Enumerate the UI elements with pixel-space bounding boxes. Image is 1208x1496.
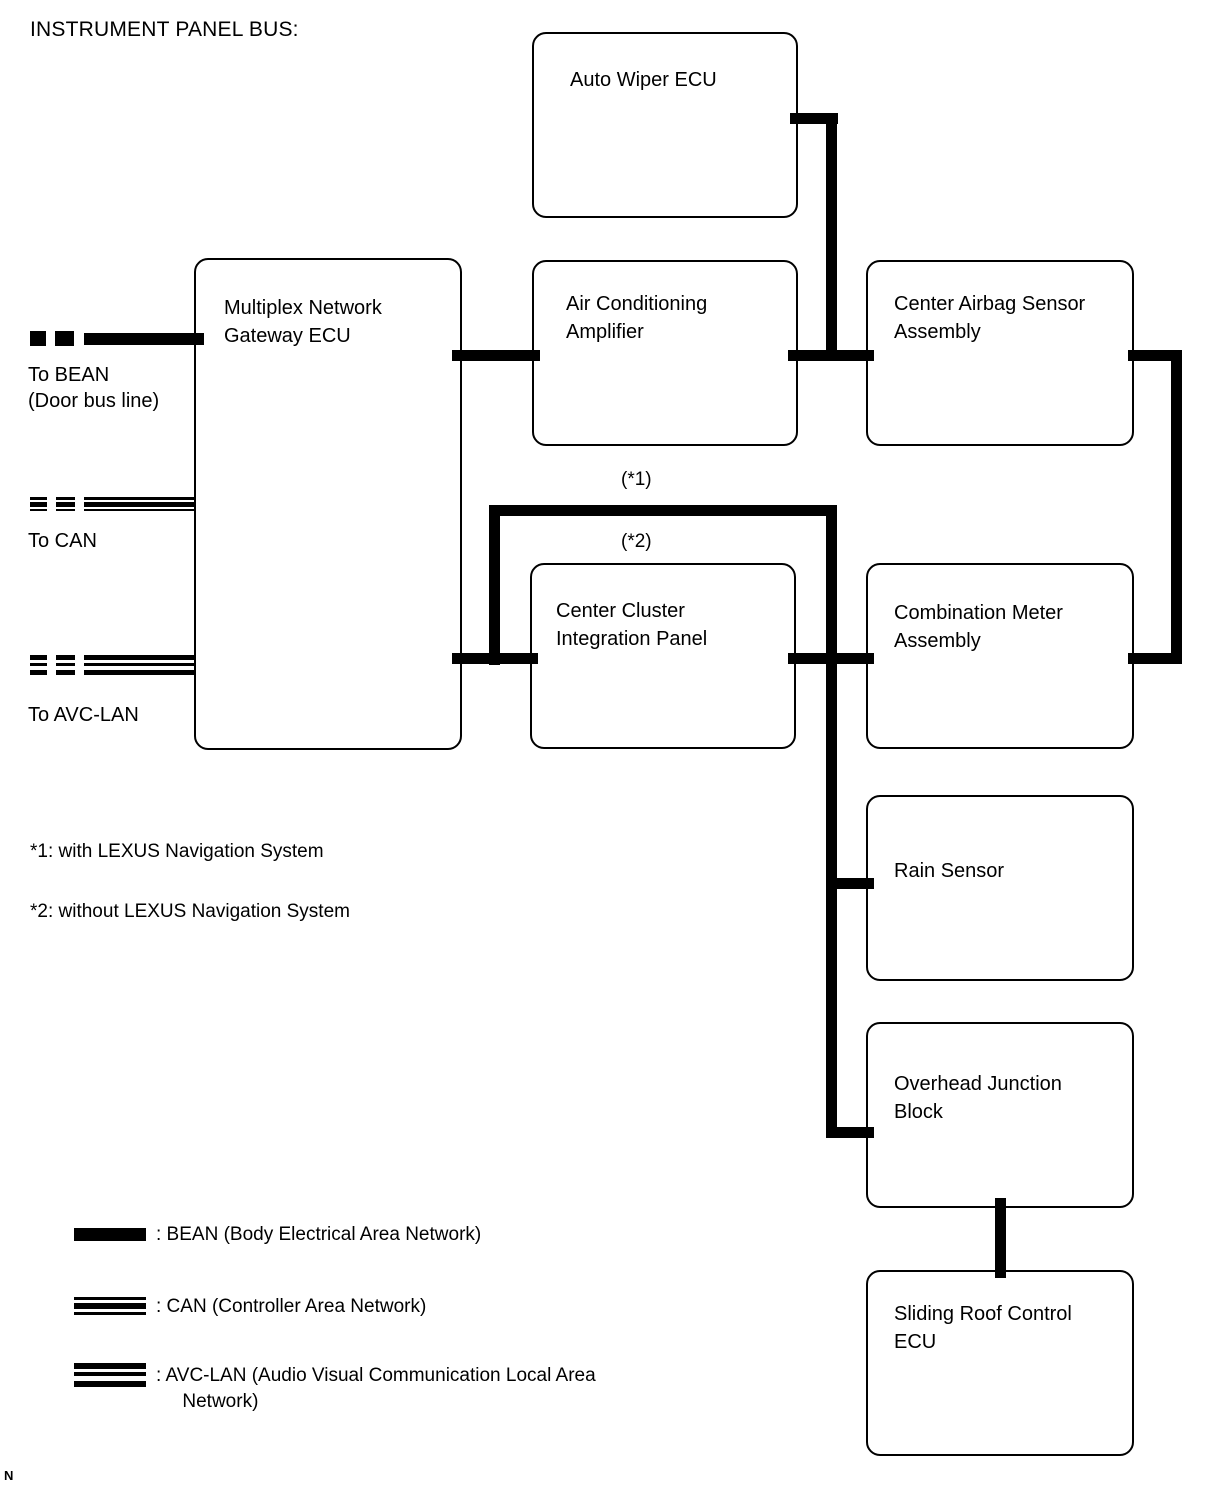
wire-cap-gateway-right-star xyxy=(452,653,466,664)
wire-cap-cluster-left xyxy=(524,653,538,664)
wire-trunk-to-overheadjunction xyxy=(826,1127,886,1138)
wire-trunk-upper-vertical xyxy=(826,113,837,361)
wire-gateway-to-acamp xyxy=(452,350,548,361)
wire-overheadjunction-to-slidingroof xyxy=(995,1208,1006,1286)
page-mark: N xyxy=(4,1468,14,1483)
wire-cap-airbag-right xyxy=(1128,350,1142,361)
wire-autowiper-to-trunk xyxy=(790,113,838,124)
wire-acamp-to-airbag xyxy=(782,350,886,361)
legend-swatch-avclan xyxy=(74,1363,146,1387)
legend-swatch-bean xyxy=(74,1228,146,1241)
wire-star2-gateway-to-cluster xyxy=(452,653,552,664)
ecu-box-auto-wiper[interactable]: Auto Wiper ECU xyxy=(532,32,798,218)
ecu-box-rain-sensor[interactable]: Rain Sensor xyxy=(866,795,1134,981)
wire-cap-overheadjunction-bottom xyxy=(995,1198,1006,1214)
footnote-star2: *2: without LEXUS Navigation System xyxy=(30,901,350,922)
bean-stub-dash-2 xyxy=(55,331,74,346)
can-stub-dash-1 xyxy=(30,497,47,511)
wire-cap-acamp-left xyxy=(526,350,540,361)
footnote-star1: *1: with LEXUS Navigation System xyxy=(30,841,324,862)
ecu-box-combination-meter[interactable]: Combination Meter Assembly xyxy=(866,563,1134,749)
wire-star1-right-vertical xyxy=(826,505,837,665)
wire-cap-overheadjunction-left xyxy=(860,1127,874,1138)
legend-swatch-can xyxy=(74,1297,146,1315)
wire-trunk-lower-vertical xyxy=(826,653,837,1138)
bean-connection-label: To BEAN (Door bus line) xyxy=(28,364,160,413)
wire-cap-combimeter-right xyxy=(1128,653,1142,664)
avclan-connection-label: To AVC-LAN xyxy=(28,704,139,726)
ecu-label-center-airbag-sensor: Center Airbag Sensor Assembly xyxy=(894,293,1086,344)
ecu-box-overhead-junction[interactable]: Overhead Junction Block xyxy=(866,1022,1134,1208)
wire-cap-gateway-right-acamp xyxy=(452,350,466,361)
wire-trunk-to-rainsensor xyxy=(826,878,886,889)
ecu-box-center-cluster-panel[interactable]: Center Cluster Integration Panel xyxy=(530,563,796,749)
legend-label-can: : CAN (Controller Area Network) xyxy=(156,1296,427,1317)
marker-star2: (*2) xyxy=(621,531,652,552)
ecu-box-sliding-roof-control[interactable]: Sliding Roof Control ECU xyxy=(866,1270,1134,1456)
ecu-label-ac-amplifier: Air Conditioning Amplifier xyxy=(566,293,708,344)
avclan-bus-to-gateway xyxy=(84,655,202,675)
wire-cap-combimeter-left xyxy=(860,653,874,664)
wire-cap-autowiper-right xyxy=(790,113,804,124)
avclan-stub-dash-1 xyxy=(30,655,47,675)
ecu-label-overhead-junction: Overhead Junction Block xyxy=(894,1073,1062,1124)
page-title: INSTRUMENT PANEL BUS: xyxy=(30,18,299,41)
legend-label-bean: : BEAN (Body Electrical Area Network) xyxy=(156,1224,482,1245)
wire-star1-left-vertical xyxy=(489,505,500,665)
wire-star1-top-horizontal xyxy=(489,505,837,516)
wire-cap-cluster-right xyxy=(788,653,802,664)
wire-airbag-to-rightbus xyxy=(1124,350,1182,361)
bean-bus-to-gateway xyxy=(84,333,202,345)
ecu-box-center-airbag-sensor[interactable]: Center Airbag Sensor Assembly xyxy=(866,260,1134,446)
wire-cap-airbag-left xyxy=(860,350,874,361)
ecu-label-rain-sensor: Rain Sensor xyxy=(894,860,1005,882)
wire-right-vertical-bus xyxy=(1171,350,1182,664)
marker-star1: (*1) xyxy=(621,469,652,490)
can-stub-dash-2 xyxy=(56,497,75,511)
wire-cap-rainsensor-left xyxy=(860,878,874,889)
ecu-label-sliding-roof-control: Sliding Roof Control ECU xyxy=(894,1303,1072,1354)
can-bus-to-gateway xyxy=(84,497,202,511)
wire-cap-gateway-left-bean xyxy=(190,333,204,345)
wire-rightbus-to-combimeter xyxy=(1124,653,1182,664)
bean-stub-dash-1 xyxy=(30,331,46,346)
ecu-label-center-cluster-panel: Center Cluster Integration Panel xyxy=(556,600,708,651)
wire-cap-slidingroof-top xyxy=(995,1262,1006,1278)
ecu-label-auto-wiper: Auto Wiper ECU xyxy=(570,69,717,91)
ecu-box-ac-amplifier[interactable]: Air Conditioning Amplifier xyxy=(532,260,798,446)
wire-cap-acamp-right xyxy=(788,350,802,361)
ecu-label-multiplex-gateway: Multiplex Network Gateway ECU xyxy=(224,297,382,348)
can-connection-label: To CAN xyxy=(28,530,97,552)
avclan-stub-dash-2 xyxy=(56,655,75,675)
legend-label-avclan: : AVC-LAN (Audio Visual Communication Lo… xyxy=(156,1365,596,1412)
ecu-box-multiplex-gateway[interactable]: Multiplex Network Gateway ECU xyxy=(194,258,462,750)
ecu-label-combination-meter: Combination Meter Assembly xyxy=(894,602,1063,653)
